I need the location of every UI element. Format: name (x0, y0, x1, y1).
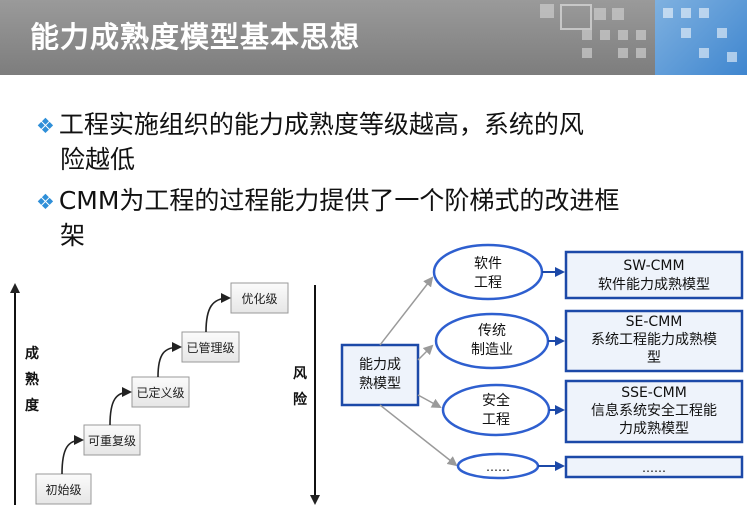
level-step: 可重复级 (83, 424, 141, 456)
level-step: 初始级 (35, 473, 92, 505)
maturity-label-char: 熟 (25, 371, 39, 388)
level-step: 已定义级 (131, 376, 190, 408)
cmm-root-box: 能力成 熟模型 (340, 343, 420, 407)
model-name-line: 力成熟模型 (619, 421, 689, 437)
model-box: …… (564, 455, 744, 479)
model-box: SE-CMM 系统工程能力成熟模 型 (564, 309, 744, 373)
risk-label-char: 险 (293, 391, 308, 408)
bullet-1-line-2: 险越低 (60, 145, 136, 174)
header-decoration (520, 0, 747, 75)
oval-label-line: 工程 (474, 275, 502, 291)
model-name-line: 软件能力成熟模型 (598, 277, 710, 293)
domain-oval: 软件 工程 (432, 243, 544, 301)
step-arrows (61, 293, 231, 475)
model-abbr: …… (642, 461, 666, 475)
bullet-2-line-2: 架 (60, 221, 86, 250)
maturity-label-char: 度 (25, 397, 40, 414)
level-label: 已定义级 (136, 385, 184, 400)
risk-label-char: 风 (293, 366, 307, 382)
model-abbr: SSE-CMM (621, 385, 687, 401)
bullet-2-line-1: CMM为工程的过程能力提供了一个阶梯式的改进框 (58, 186, 620, 215)
level-label: 优化级 (241, 292, 277, 306)
diamond-bullet-icon: ❖ (36, 190, 55, 214)
domain-oval: 传统 制造业 (434, 312, 550, 370)
level-step: 优化级 (230, 282, 289, 314)
header-blue-block (655, 0, 747, 75)
root-label-line: 熟模型 (359, 376, 401, 392)
bullet-point-1: ❖工程实施组织的能力成熟度等级越高，系统的风 险越低 (36, 108, 726, 177)
oval-label-line: 制造业 (471, 342, 513, 358)
model-name-line: 信息系统安全工程能 (591, 402, 717, 419)
level-label: 初始级 (45, 483, 81, 497)
oval-label-line: 安全 (482, 392, 510, 409)
model-abbr: SE-CMM (626, 314, 683, 330)
bullet-1-line-1: 工程实施组织的能力成熟度等级越高，系统的风 (58, 110, 584, 139)
root-connectors (379, 276, 458, 467)
model-box: SSE-CMM 信息系统安全工程能 力成熟模型 (564, 379, 744, 444)
oval-label-line: 传统 (478, 323, 506, 339)
model-box: SW-CMM 软件能力成熟模型 (564, 250, 744, 300)
oval-label-line: 软件 (474, 256, 502, 272)
root-label-line: 能力成 (359, 357, 401, 373)
page-title: 能力成熟度模型基本思想 (30, 20, 361, 54)
diamond-bullet-icon: ❖ (36, 114, 55, 138)
oval-label-line: 工程 (482, 412, 510, 428)
model-abbr: SW-CMM (623, 258, 684, 274)
maturity-label-char: 成 (25, 345, 39, 362)
bullet-point-2: ❖CMM为工程的过程能力提供了一个阶梯式的改进框 架 (36, 184, 726, 253)
domain-oval: …… (456, 452, 540, 480)
model-name-line: 型 (647, 350, 661, 366)
oval-label-line: …… (486, 460, 510, 474)
level-step: 已管理级 (181, 331, 240, 363)
level-label: 已管理级 (186, 340, 234, 355)
level-label: 可重复级 (88, 434, 136, 448)
domain-oval: 安全 工程 (441, 383, 551, 437)
model-name-line: 系统工程能力成熟模 (591, 332, 717, 348)
